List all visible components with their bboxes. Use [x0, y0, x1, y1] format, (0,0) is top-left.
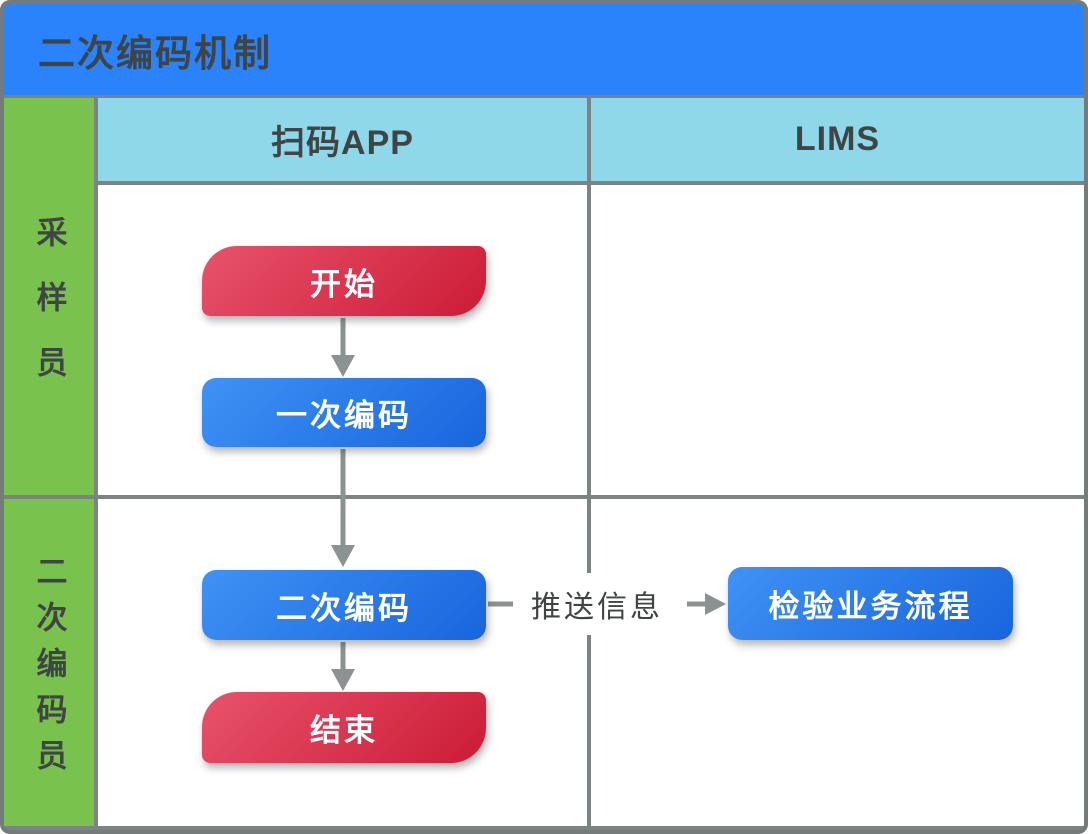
row-label-sampler-text: 采样员 — [31, 216, 67, 411]
connector-label-push-info: 推送信息 — [519, 573, 675, 635]
lane-header-lims: LIMS — [591, 98, 1084, 181]
arrow-secondary-to-end-head — [331, 669, 355, 691]
flow-node-secondary-encoding: 二次编码 — [202, 570, 486, 640]
flow-node-inspection-process-label: 检验业务流程 — [768, 589, 973, 624]
title-bar: 二次编码机制 — [4, 4, 1084, 95]
flow-node-primary-encoding: 一次编码 — [202, 378, 486, 447]
arrow-start-to-primary-head — [331, 355, 355, 377]
cell-lims-secondary-coder — [591, 499, 1084, 826]
flow-node-secondary-encoding-label: 二次编码 — [276, 590, 412, 626]
lane-header-scan-app: 扫码APP — [98, 98, 587, 181]
arrow-primary-to-secondary-head — [331, 545, 355, 567]
row-label-secondary-coder-text: 二次编码员 — [31, 555, 67, 785]
flow-node-inspection-process: 检验业务流程 — [728, 567, 1013, 640]
flow-node-start: 开始 — [202, 246, 486, 316]
flow-node-end: 结束 — [202, 692, 486, 763]
flow-node-start-label: 开始 — [310, 266, 378, 302]
flow-node-primary-encoding-label: 一次编码 — [276, 398, 412, 433]
row-label-sampler: 采样员 — [4, 98, 94, 495]
flow-node-end-label: 结束 — [310, 713, 378, 748]
cell-lims-sampler — [591, 185, 1084, 495]
lane-header-scan-app-label: 扫码APP — [271, 124, 414, 162]
page-title: 二次编码机制 — [38, 32, 272, 74]
arrow-secondary-to-inspection-head — [705, 593, 726, 615]
lane-header-lims-label: LIMS — [794, 120, 881, 158]
row-label-secondary-coder: 二次编码员 — [4, 499, 94, 826]
